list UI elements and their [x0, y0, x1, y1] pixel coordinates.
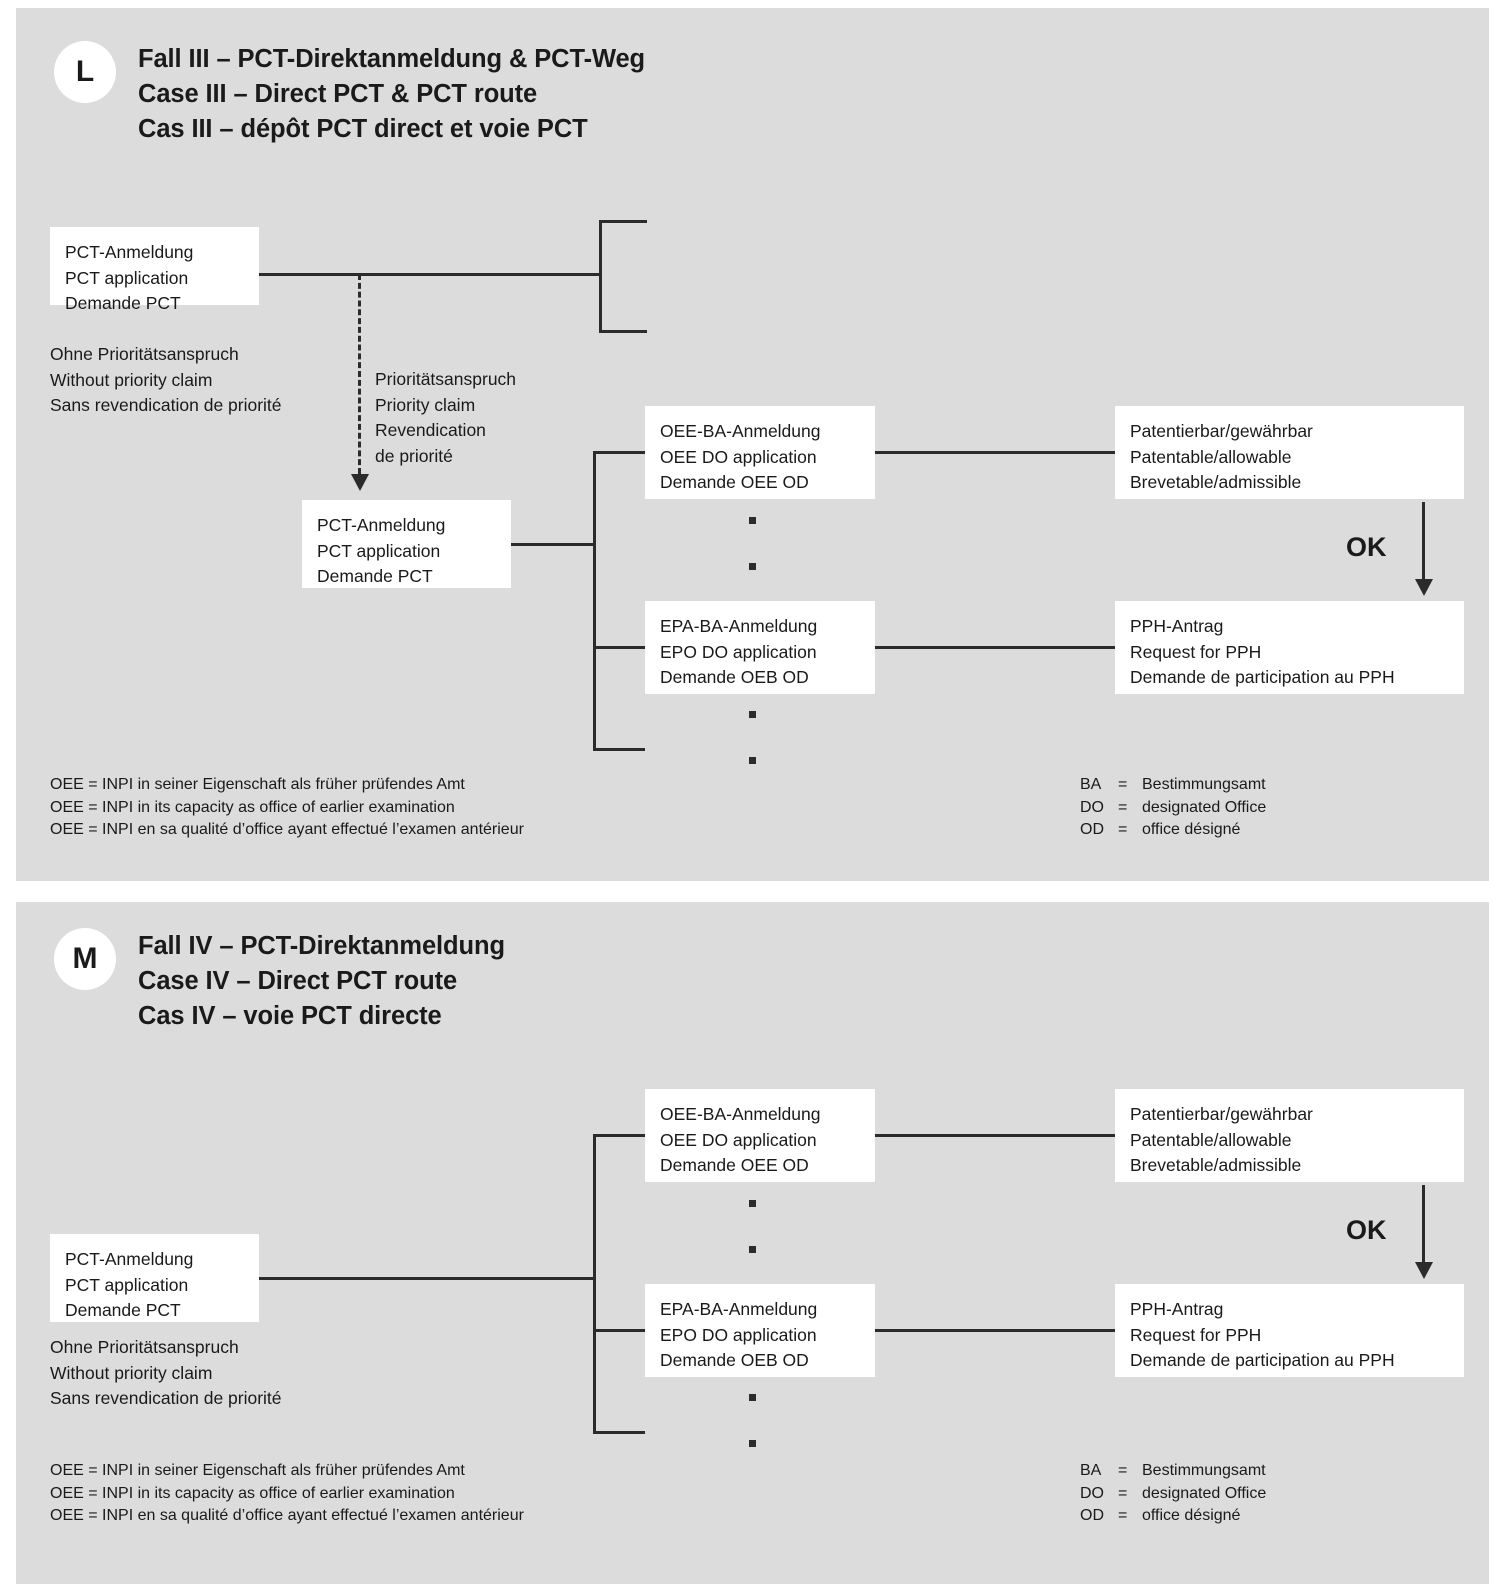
connector-split-stub-oee — [593, 451, 645, 454]
node-oee-do-application[interactable]: OEE-BA-Anmeldung OEE DO application Dema… — [645, 406, 875, 499]
node-text: PCT-Anmeldung PCT application Demande PC… — [317, 515, 446, 586]
legend-office-abbreviations: BA = Bestimmungsamt DO = designated Offi… — [1080, 774, 1266, 842]
node-patentable-allowable[interactable]: Patentierbar/gewährbar Patentable/allowa… — [1115, 1089, 1464, 1182]
ellipsis-dot — [749, 1246, 756, 1253]
connector-ok-vertical — [1422, 502, 1425, 580]
node-epo-do-application[interactable]: EPA-BA-Anmeldung EPO DO application Dema… — [645, 1284, 875, 1377]
connector-pct-to-split — [259, 1277, 593, 1280]
caption-without-priority-claim: Ohne Prioritätsanspruch Without priority… — [50, 1337, 282, 1408]
legend-row: DO = designated Office — [1080, 1484, 1267, 1502]
legend-row: OD = office désigné — [1080, 821, 1241, 838]
ellipsis-dot — [749, 1394, 756, 1401]
node-text: EPA-BA-Anmeldung EPO DO application Dema… — [660, 1299, 818, 1370]
label-ok: OK — [1346, 532, 1387, 562]
ellipsis-dot — [749, 1200, 756, 1207]
legend-row: BA = Bestimmungsamt — [1080, 1462, 1266, 1479]
connector-pct-to-split — [511, 543, 593, 546]
legend-row: DO = designated Office — [1080, 798, 1267, 816]
connector-top-bracket-stub-lower — [599, 330, 647, 333]
caption-priority-claim: Prioritätsanspruch Priority claim Revend… — [375, 369, 517, 466]
connector-split-stub-bottom — [593, 1431, 645, 1434]
title-line-de: Fall IV – PCT-Direktanmeldung — [138, 932, 505, 960]
connector-oee-to-patentable — [875, 451, 1115, 454]
panel-case-IV: M Fall IV – PCT-Direktanmeldung Case IV … — [16, 902, 1489, 1584]
title-line-de: Fall III – PCT-Direktanmeldung & PCT-Weg — [138, 45, 646, 73]
legend-oee-definitions: OEE = INPI in seiner Eigenschaft als frü… — [50, 776, 524, 838]
arrowhead-ok — [1415, 579, 1433, 596]
node-text: Patentierbar/gewährbar Patentable/allowa… — [1130, 421, 1313, 492]
connector-split-bracket-vertical — [593, 451, 596, 751]
legend-oee-definitions: OEE = INPI in seiner Eigenschaft als frü… — [50, 1462, 524, 1524]
title-line-en: Case IV – Direct PCT route — [138, 967, 458, 995]
panel-badge-L: L — [54, 41, 116, 103]
connector-epo-to-pph — [875, 1329, 1115, 1332]
connector-oee-to-patentable — [875, 1134, 1115, 1137]
node-text: PCT-Anmeldung PCT application Demande PC… — [65, 242, 194, 313]
node-epo-do-application[interactable]: EPA-BA-Anmeldung EPO DO application Dema… — [645, 601, 875, 694]
arrowhead-ok — [1415, 1262, 1433, 1279]
ellipsis-dot — [749, 517, 756, 524]
legend-row: BA = Bestimmungsamt — [1080, 776, 1266, 793]
node-pct-application-left[interactable]: PCT-Anmeldung PCT application Demande PC… — [50, 1234, 259, 1322]
ellipsis-dot — [749, 757, 756, 764]
connector-priority-dashed — [358, 274, 361, 474]
node-text: PPH-Antrag Request for PPH Demande de pa… — [1130, 1299, 1395, 1370]
connector-split-stub-oee — [593, 1134, 645, 1137]
node-text: Patentierbar/gewährbar Patentable/allowa… — [1130, 1104, 1313, 1175]
arrowhead-priority — [351, 474, 369, 491]
title-line-fr: Cas IV – voie PCT directe — [138, 1002, 442, 1030]
node-pct-application-priority[interactable]: PCT-Anmeldung PCT application Demande PC… — [302, 500, 511, 588]
panel-badge-M: M — [54, 928, 116, 990]
node-text: PPH-Antrag Request for PPH Demande de pa… — [1130, 616, 1395, 687]
connector-top-bracket-vertical — [599, 220, 602, 333]
node-request-for-pph[interactable]: PPH-Antrag Request for PPH Demande de pa… — [1115, 1284, 1464, 1377]
node-patentable-allowable[interactable]: Patentierbar/gewährbar Patentable/allowa… — [1115, 406, 1464, 499]
node-pct-application-top[interactable]: PCT-Anmeldung PCT application Demande PC… — [50, 227, 259, 313]
caption-without-priority-claim: Ohne Prioritätsanspruch Without priority… — [50, 344, 282, 415]
node-oee-do-application[interactable]: OEE-BA-Anmeldung OEE DO application Dema… — [645, 1089, 875, 1182]
connector-top-horizontal — [259, 273, 602, 276]
connector-top-bracket-stub-upper — [599, 220, 647, 223]
connector-split-bracket-vertical — [593, 1134, 596, 1434]
panel-title-case-III: Fall III – PCT-Direktanmeldung & PCT-Weg… — [138, 42, 645, 147]
legend-row: OD = office désigné — [1080, 1507, 1241, 1524]
connector-split-stub-epo — [593, 1329, 645, 1332]
ellipsis-dot — [749, 563, 756, 570]
connector-split-stub-bottom — [593, 748, 645, 751]
ellipsis-dot — [749, 711, 756, 718]
label-ok: OK — [1346, 1215, 1387, 1245]
node-text: OEE-BA-Anmeldung OEE DO application Dema… — [660, 1104, 821, 1175]
connector-split-stub-epo — [593, 646, 645, 649]
title-line-fr: Cas III – dépôt PCT direct et voie PCT — [138, 115, 588, 143]
connector-ok-vertical — [1422, 1185, 1425, 1263]
node-text: PCT-Anmeldung PCT application Demande PC… — [65, 1249, 194, 1320]
node-text: EPA-BA-Anmeldung EPO DO application Dema… — [660, 616, 818, 687]
node-request-for-pph[interactable]: PPH-Antrag Request for PPH Demande de pa… — [1115, 601, 1464, 694]
panel-case-III: L Fall III – PCT-Direktanmeldung & PCT-W… — [16, 8, 1489, 881]
ellipsis-dot — [749, 1440, 756, 1447]
title-line-en: Case III – Direct PCT & PCT route — [138, 80, 538, 108]
node-text: OEE-BA-Anmeldung OEE DO application Dema… — [660, 421, 821, 492]
panel-title-case-IV: Fall IV – PCT-Direktanmeldung Case IV – … — [138, 929, 505, 1034]
connector-epo-to-pph — [875, 646, 1115, 649]
legend-office-abbreviations: BA = Bestimmungsamt DO = designated Offi… — [1080, 1460, 1266, 1528]
